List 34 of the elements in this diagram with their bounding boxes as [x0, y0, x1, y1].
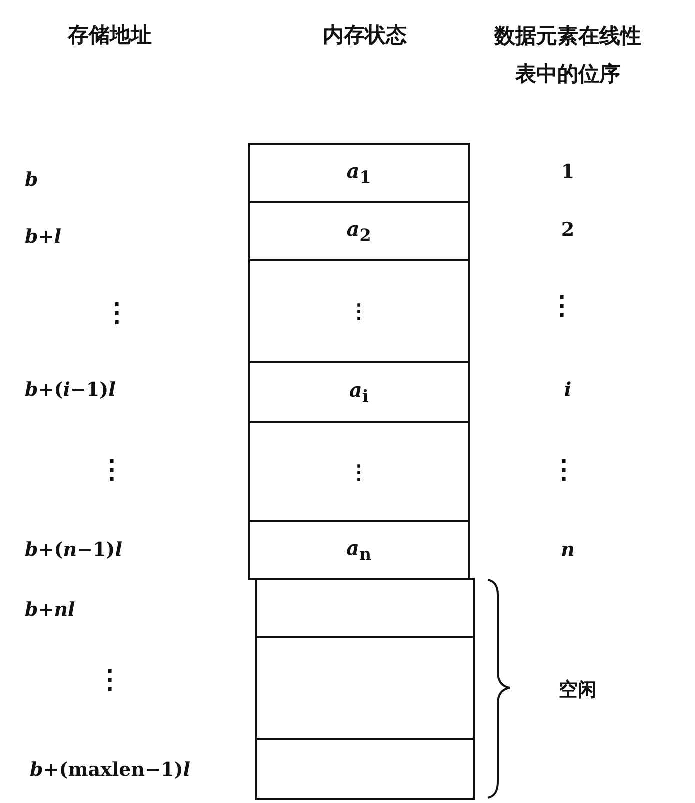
position-number: 1: [561, 161, 575, 183]
memory-cell: [248, 520, 470, 580]
memory-cell: [248, 201, 470, 261]
address-label: b+(n−1)l: [25, 539, 122, 561]
vertical-ellipsis: ⋮: [549, 290, 575, 322]
column-header: 内存状态: [323, 22, 407, 49]
address-label: b+l: [25, 226, 62, 248]
address-label: b: [25, 169, 38, 191]
column-header: 存储地址: [68, 22, 152, 49]
position-number: 2: [561, 219, 575, 241]
memory-cell: [248, 361, 470, 423]
column-header: 数据元素在线性表中的位序: [493, 23, 642, 88]
address-label: b+(i−1)l: [25, 379, 116, 401]
address-label: b+(maxlen−1)l: [30, 759, 190, 781]
vertical-ellipsis: ⋮: [104, 298, 130, 328]
free-space-label: 空闲: [559, 678, 597, 703]
cell-text: a$_{n}$: [346, 536, 372, 564]
memory-cell: [255, 578, 475, 638]
cell-text: a$_{i}$: [349, 378, 369, 406]
memory-cell: [248, 259, 470, 363]
address-label: b+nl: [25, 599, 76, 621]
vertical-ellipsis: ⋮: [99, 454, 125, 486]
position-number: n: [561, 539, 575, 561]
position-number: i: [564, 379, 572, 401]
cell-text: ⋮: [349, 460, 369, 484]
memory-cell: [248, 143, 470, 203]
memory-cell: [248, 421, 470, 522]
vertical-ellipsis: ⋮: [97, 664, 123, 696]
memory-cell: [255, 636, 475, 740]
memory-cell: [255, 738, 475, 800]
vertical-ellipsis: ⋮: [551, 454, 577, 486]
cell-text: ⋮: [349, 299, 369, 323]
cell-text: a$_{2}$: [346, 217, 372, 245]
cell-text: a$_{1}$: [346, 159, 372, 187]
